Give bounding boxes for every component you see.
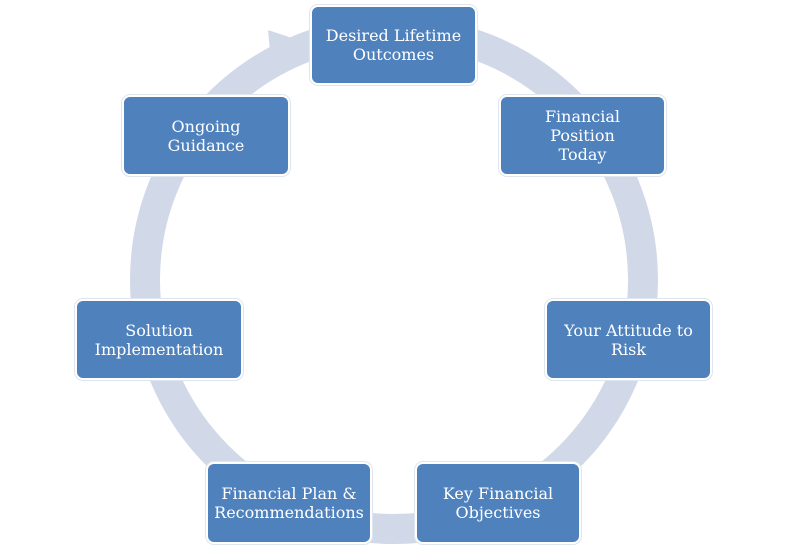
node-solution-implementation: Solution Implementation [75,299,243,380]
node-financial-position-today: Financial Position Today [499,95,666,176]
node-label: Solution Implementation [94,320,224,359]
node-key-financial-objectives: Key Financial Objectives [415,462,581,544]
cycle-arrowhead [268,30,304,72]
node-ongoing-guidance: Ongoing Guidance [122,95,290,176]
node-desired-lifetime-outcomes: Desired Lifetime Outcomes [310,5,477,85]
node-label: Financial Plan & Recommendations [214,484,364,522]
node-label: Desired Lifetime Outcomes [325,26,462,64]
node-label: Financial Position Today [544,107,621,164]
node-label: Key Financial Objectives [442,484,554,522]
node-financial-plan-recommendations: Financial Plan & Recommendations [206,462,372,544]
node-label: Your Attitude to Risk [564,320,693,359]
node-your-attitude-to-risk: Your Attitude to Risk [545,299,712,380]
node-label: Ongoing Guidance [167,116,245,155]
